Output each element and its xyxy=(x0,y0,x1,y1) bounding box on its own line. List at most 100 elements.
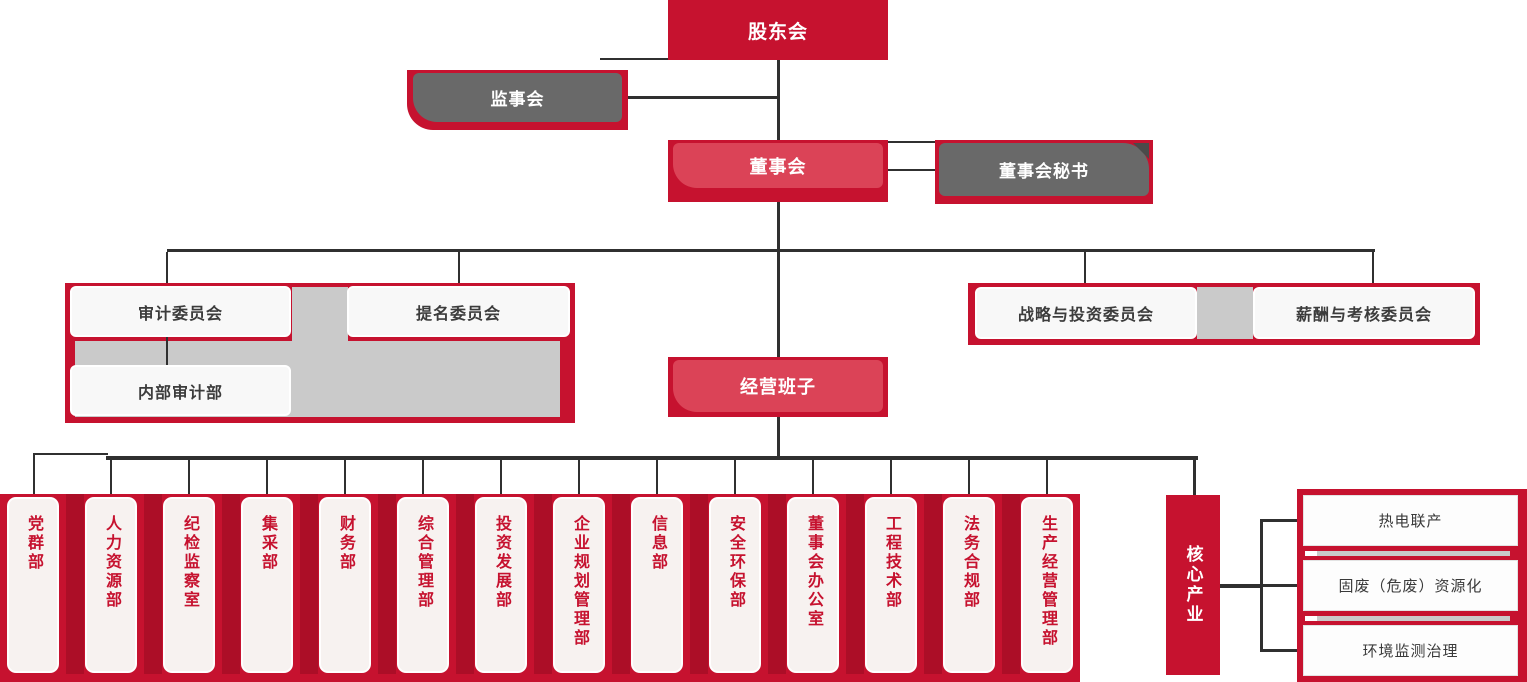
connector-line xyxy=(777,60,780,140)
node-industry-env-monitoring: 环境监测治理 xyxy=(1303,625,1518,676)
connector-line xyxy=(106,456,1198,460)
node-strategy-investment-committee-label: 战略与投资委员会 xyxy=(1017,307,1154,324)
connector-line xyxy=(266,460,268,497)
connector-line xyxy=(600,58,668,60)
connector-line xyxy=(1046,460,1048,497)
gap-stripe xyxy=(1002,494,1020,674)
node-compensation-assessment-committee: 薪酬与考核委员会 xyxy=(1253,287,1475,339)
node-board-of-directors: 董事会 xyxy=(668,140,888,202)
connector-line xyxy=(1084,252,1086,284)
connector-line xyxy=(885,169,935,171)
node-audit-committee-label: 审计委员会 xyxy=(137,305,223,323)
department-label: 综合管理部 xyxy=(415,515,432,610)
gap-stripe xyxy=(924,494,942,674)
connector-line xyxy=(1193,460,1196,495)
connector-line xyxy=(188,460,190,497)
gap-stripe xyxy=(66,494,84,674)
department-label: 法务合规部 xyxy=(961,515,978,610)
node-strategy-investment-committee: 战略与投资委员会 xyxy=(975,287,1197,339)
connector-line xyxy=(890,460,892,497)
gap-stripe xyxy=(846,494,864,674)
department-label: 工程技术部 xyxy=(883,515,900,610)
connector-line xyxy=(1262,519,1303,522)
department-card: 投资发展部 xyxy=(475,497,527,673)
node-board-of-directors-label: 董事会 xyxy=(749,156,807,177)
connector-line xyxy=(110,460,112,497)
department-label: 人力资源部 xyxy=(103,515,120,610)
connector-line xyxy=(458,252,460,287)
connector-line xyxy=(812,460,814,497)
connector-line xyxy=(777,202,780,251)
node-supervisory-board-label: 监事会 xyxy=(490,90,545,109)
connector-line xyxy=(33,453,108,455)
connector-line xyxy=(167,249,1375,252)
node-core-industry: 核心产业 xyxy=(1166,495,1220,675)
node-management-team-label: 经营班子 xyxy=(740,377,816,397)
gap-stripe xyxy=(768,494,786,674)
department-label: 纪检监察室 xyxy=(181,515,198,610)
committee-group-right: 战略与投资委员会 薪酬与考核委员会 xyxy=(968,283,1480,345)
department-label: 投资发展部 xyxy=(493,515,510,610)
node-board-secretary-label: 董事会秘书 xyxy=(999,162,1089,181)
node-compensation-assessment-committee-label: 薪酬与考核委员会 xyxy=(1295,307,1432,324)
department-card: 企业规划管理部 xyxy=(553,497,605,673)
gap-stripe xyxy=(222,494,240,674)
connector-line xyxy=(1262,649,1303,652)
department-card: 法务合规部 xyxy=(943,497,995,673)
connector-line xyxy=(734,460,736,497)
node-shareholders: 股东会 xyxy=(668,0,888,60)
connector-line xyxy=(33,453,35,497)
department-card: 财务部 xyxy=(319,497,371,673)
department-label: 安全环保部 xyxy=(727,515,744,610)
connector-line xyxy=(1372,252,1374,284)
gap-stripe xyxy=(144,494,162,674)
connector-line xyxy=(1260,519,1263,652)
department-label: 生产经营管理部 xyxy=(1039,515,1056,648)
connector-line xyxy=(166,252,168,283)
connector-line xyxy=(1262,584,1303,587)
department-label: 企业规划管理部 xyxy=(571,515,588,648)
gap-stripe xyxy=(300,494,318,674)
department-card: 安全环保部 xyxy=(709,497,761,673)
node-audit-committee: 审计委员会 xyxy=(70,286,291,337)
department-card: 工程技术部 xyxy=(865,497,917,673)
connector-line xyxy=(344,460,346,497)
department-card: 人力资源部 xyxy=(85,497,137,673)
connector-line xyxy=(578,460,580,497)
gray-band xyxy=(1197,287,1253,339)
industries-group: 热电联产 固废（危废）资源化 环境监测治理 xyxy=(1297,489,1527,682)
department-label: 集采部 xyxy=(259,515,276,572)
node-industry-solid-waste-label: 固废（危废）资源化 xyxy=(1338,578,1483,595)
connector-line xyxy=(422,460,424,497)
node-core-industry-label: 核心产业 xyxy=(1183,545,1203,625)
department-card: 纪检监察室 xyxy=(163,497,215,673)
node-industry-chp: 热电联产 xyxy=(1303,495,1518,546)
gap-stripe xyxy=(378,494,396,674)
department-label: 信息部 xyxy=(649,515,666,572)
department-card: 信息部 xyxy=(631,497,683,673)
connector-line xyxy=(777,252,780,357)
node-nomination-committee-label: 提名委员会 xyxy=(415,305,501,323)
gap-stripe xyxy=(534,494,552,674)
gap-stripe xyxy=(690,494,708,674)
committee-group-left: 审计委员会 提名委员会 内部审计部 xyxy=(65,283,575,423)
department-label: 董事会办公室 xyxy=(805,515,822,629)
department-label: 财务部 xyxy=(337,515,354,572)
connector-line xyxy=(622,96,778,99)
department-card: 生产经营管理部 xyxy=(1021,497,1073,673)
node-board-secretary: 董事会秘书 xyxy=(935,140,1153,204)
node-management-team: 经营班子 xyxy=(668,357,888,417)
connector-line xyxy=(777,417,780,458)
node-internal-audit-dept-label: 内部审计部 xyxy=(137,384,223,402)
node-industry-chp-label: 热电联产 xyxy=(1378,513,1443,530)
department-card: 董事会办公室 xyxy=(787,497,839,673)
connector-line xyxy=(1220,584,1262,588)
department-label: 党群部 xyxy=(25,515,42,572)
node-internal-audit-dept: 内部审计部 xyxy=(70,365,291,416)
node-industry-solid-waste: 固废（危废）资源化 xyxy=(1303,560,1518,611)
divider-bar xyxy=(1305,616,1510,621)
gap-stripe xyxy=(456,494,474,674)
connector-line xyxy=(968,460,970,497)
divider-bar xyxy=(1305,551,1510,556)
